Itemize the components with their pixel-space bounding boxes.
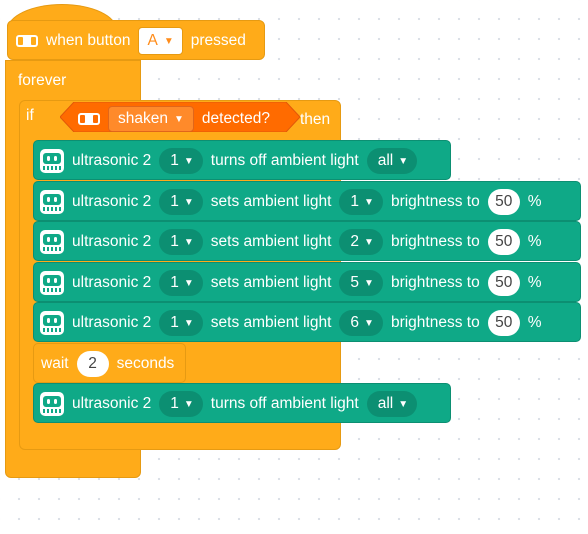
sensor-index-value: 1 — [170, 395, 179, 412]
ultrasonic-sensor-icon — [40, 392, 64, 416]
board-icon — [16, 35, 38, 47]
sensor-label: ultrasonic 2 — [72, 314, 152, 331]
action-label: turns off ambient light — [210, 152, 359, 169]
sensor-index-dropdown[interactable]: 1▼ — [159, 391, 203, 417]
light-number-dropdown[interactable]: 2▼ — [339, 229, 383, 255]
caret-down-icon: ▼ — [398, 398, 409, 410]
sensor-index-dropdown[interactable]: 1▼ — [159, 310, 203, 336]
sensor-label: ultrasonic 2 — [72, 193, 152, 210]
board-icon — [78, 113, 100, 125]
sensor-index-dropdown[interactable]: 1▼ — [159, 148, 203, 174]
caret-down-icon: ▼ — [364, 317, 374, 329]
when-button-label: when button — [46, 32, 131, 49]
turn-off-ambient-light-block[interactable]: ultrasonic 2 1▼ turns off ambient light … — [33, 140, 451, 180]
ultrasonic-sensor-icon — [40, 149, 64, 173]
brightness-input[interactable]: 50 — [487, 189, 520, 215]
light-option-value: all — [377, 395, 394, 412]
brightness-label: brightness to — [390, 233, 480, 250]
light-number-value: 6 — [350, 314, 360, 331]
percent-label: % — [527, 233, 542, 250]
action-label: sets ambient light — [210, 193, 332, 210]
percent-label: % — [527, 274, 542, 291]
percent-label: % — [527, 193, 542, 210]
wait-seconds-block[interactable]: wait 2 seconds — [33, 343, 186, 383]
brightness-label: brightness to — [390, 314, 480, 331]
sensor-index-dropdown[interactable]: 1▼ — [159, 189, 203, 215]
sensor-index-value: 1 — [170, 314, 179, 331]
light-option-dropdown[interactable]: all ▼ — [366, 148, 418, 174]
light-number-value: 1 — [350, 193, 360, 210]
caret-down-icon: ▼ — [398, 155, 409, 167]
light-number-value: 5 — [350, 274, 360, 291]
button-dropdown[interactable]: A ▼ — [138, 27, 183, 55]
button-dropdown-value: A — [147, 32, 158, 49]
brightness-input[interactable]: 50 — [487, 270, 520, 296]
set-ambient-light-block[interactable]: ultrasonic 2 1▼ sets ambient light 1▼ br… — [33, 181, 581, 221]
caret-down-icon: ▼ — [183, 236, 194, 248]
if-label: if — [26, 107, 34, 124]
caret-down-icon: ▼ — [364, 277, 374, 289]
ultrasonic-sensor-icon — [40, 230, 64, 254]
sensor-index-dropdown[interactable]: 1▼ — [159, 270, 203, 296]
sensor-label: ultrasonic 2 — [72, 152, 152, 169]
caret-down-icon: ▼ — [183, 317, 194, 329]
ultrasonic-sensor-icon — [40, 311, 64, 335]
caret-down-icon: ▼ — [173, 113, 184, 125]
set-ambient-light-block[interactable]: ultrasonic 2 1▼ sets ambient light 5▼ br… — [33, 262, 581, 302]
light-option-value: all — [377, 152, 394, 169]
caret-down-icon: ▼ — [183, 277, 194, 289]
sensor-label: ultrasonic 2 — [72, 395, 152, 412]
caret-down-icon: ▼ — [183, 398, 194, 410]
caret-down-icon: ▼ — [364, 236, 374, 248]
ultrasonic-sensor-icon — [40, 271, 64, 295]
detected-label: detected? — [201, 110, 270, 127]
action-label: sets ambient light — [210, 314, 332, 331]
action-label: sets ambient light — [210, 233, 332, 250]
set-ambient-light-block[interactable]: ultrasonic 2 1▼ sets ambient light 6▼ br… — [33, 302, 581, 342]
light-number-dropdown[interactable]: 1▼ — [339, 189, 383, 215]
gesture-dropdown-value: shaken — [118, 110, 168, 127]
sensor-index-value: 1 — [170, 193, 179, 210]
caret-down-icon: ▼ — [364, 196, 374, 208]
brightness-label: brightness to — [390, 193, 480, 210]
ultrasonic-sensor-icon — [40, 190, 64, 214]
sensor-index-value: 1 — [170, 233, 179, 250]
turn-off-ambient-light-block[interactable]: ultrasonic 2 1▼ turns off ambient light … — [33, 383, 451, 423]
caret-down-icon: ▼ — [163, 35, 174, 47]
set-ambient-light-block[interactable]: ultrasonic 2 1▼ sets ambient light 2▼ br… — [33, 221, 581, 261]
caret-down-icon: ▼ — [183, 196, 194, 208]
sensor-label: ultrasonic 2 — [72, 274, 152, 291]
brightness-input[interactable]: 50 — [487, 310, 520, 336]
pressed-label: pressed — [190, 32, 246, 49]
wait-label: wait — [41, 355, 69, 372]
loop-arrow-icon: ↩ — [123, 517, 136, 534]
sensor-index-value: 1 — [170, 274, 179, 291]
action-label: turns off ambient light — [210, 395, 359, 412]
brightness-input[interactable]: 50 — [487, 229, 520, 255]
then-label: then — [300, 111, 331, 128]
forever-label: forever — [18, 72, 67, 89]
brightness-label: brightness to — [390, 274, 480, 291]
gesture-dropdown[interactable]: shaken ▼ — [108, 106, 194, 132]
light-number-dropdown[interactable]: 5▼ — [339, 270, 383, 296]
light-option-dropdown[interactable]: all ▼ — [366, 391, 418, 417]
when-button-pressed-block[interactable]: when button A ▼ pressed — [7, 20, 265, 60]
sensor-label: ultrasonic 2 — [72, 233, 152, 250]
light-number-value: 2 — [350, 233, 360, 250]
sensor-index-value: 1 — [170, 152, 179, 169]
percent-label: % — [527, 314, 542, 331]
wait-seconds-input[interactable]: 2 — [76, 351, 109, 377]
action-label: sets ambient light — [210, 274, 332, 291]
sensor-index-dropdown[interactable]: 1▼ — [159, 229, 203, 255]
seconds-label: seconds — [116, 355, 175, 372]
light-number-dropdown[interactable]: 6▼ — [339, 310, 383, 336]
caret-down-icon: ▼ — [183, 155, 194, 167]
